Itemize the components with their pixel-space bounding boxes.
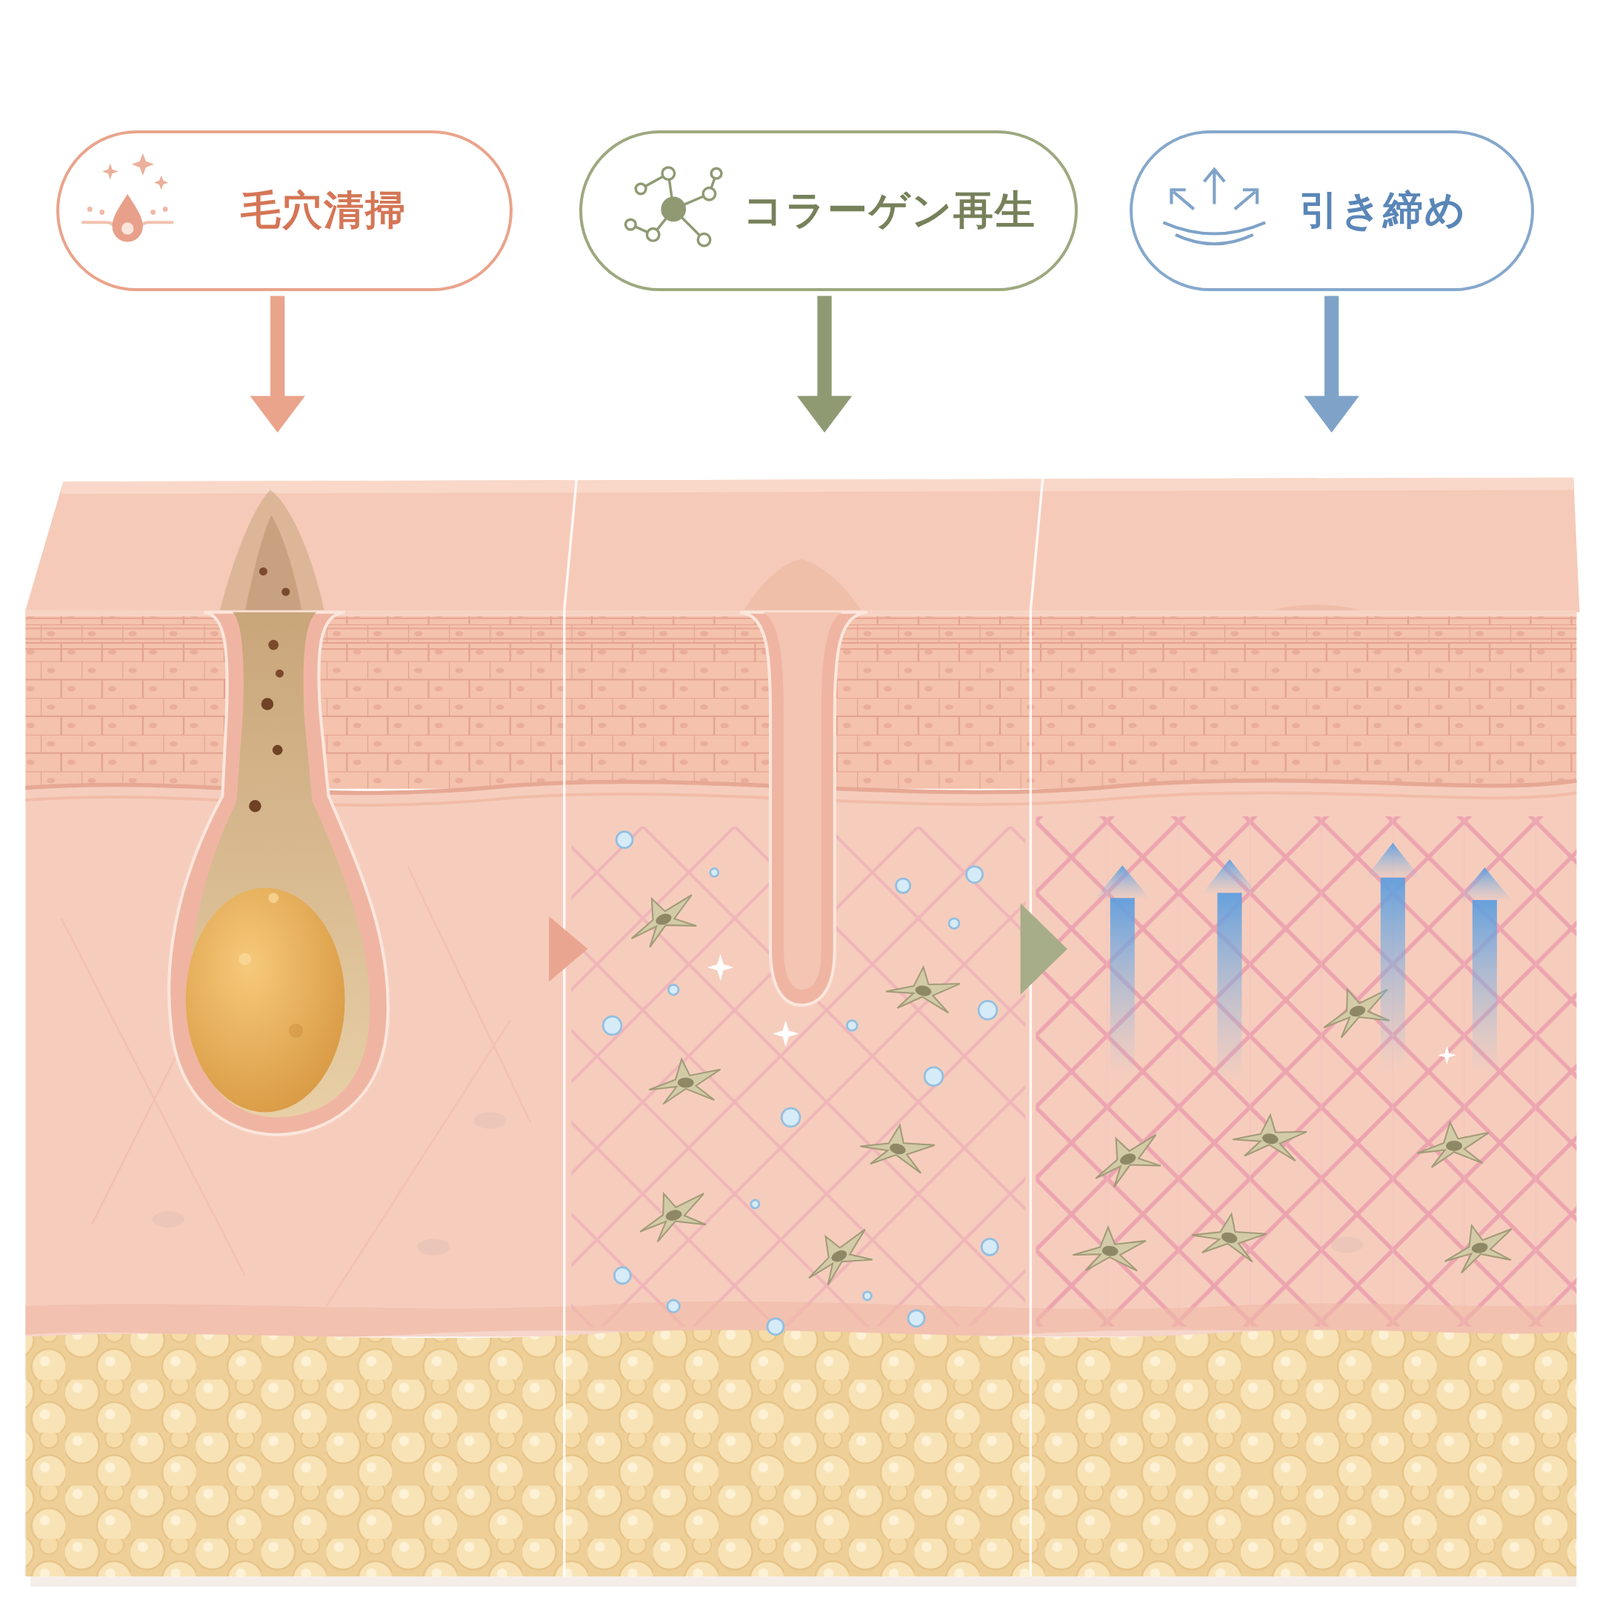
lift-icon xyxy=(1162,169,1266,245)
down-arrow xyxy=(250,295,1360,433)
molecule-icon xyxy=(625,167,721,246)
pore-icon xyxy=(81,153,174,243)
skin-block xyxy=(25,477,1580,1587)
label-pill: 引き締め xyxy=(1129,130,1535,292)
label-pill: コラーゲン再生 xyxy=(579,130,1078,292)
label-pill: 毛穴清掃 xyxy=(56,130,513,292)
pill-label: 引き締め xyxy=(1299,183,1467,238)
pill-label: 毛穴清掃 xyxy=(240,183,407,238)
pill-label: コラーゲン再生 xyxy=(742,183,1037,238)
